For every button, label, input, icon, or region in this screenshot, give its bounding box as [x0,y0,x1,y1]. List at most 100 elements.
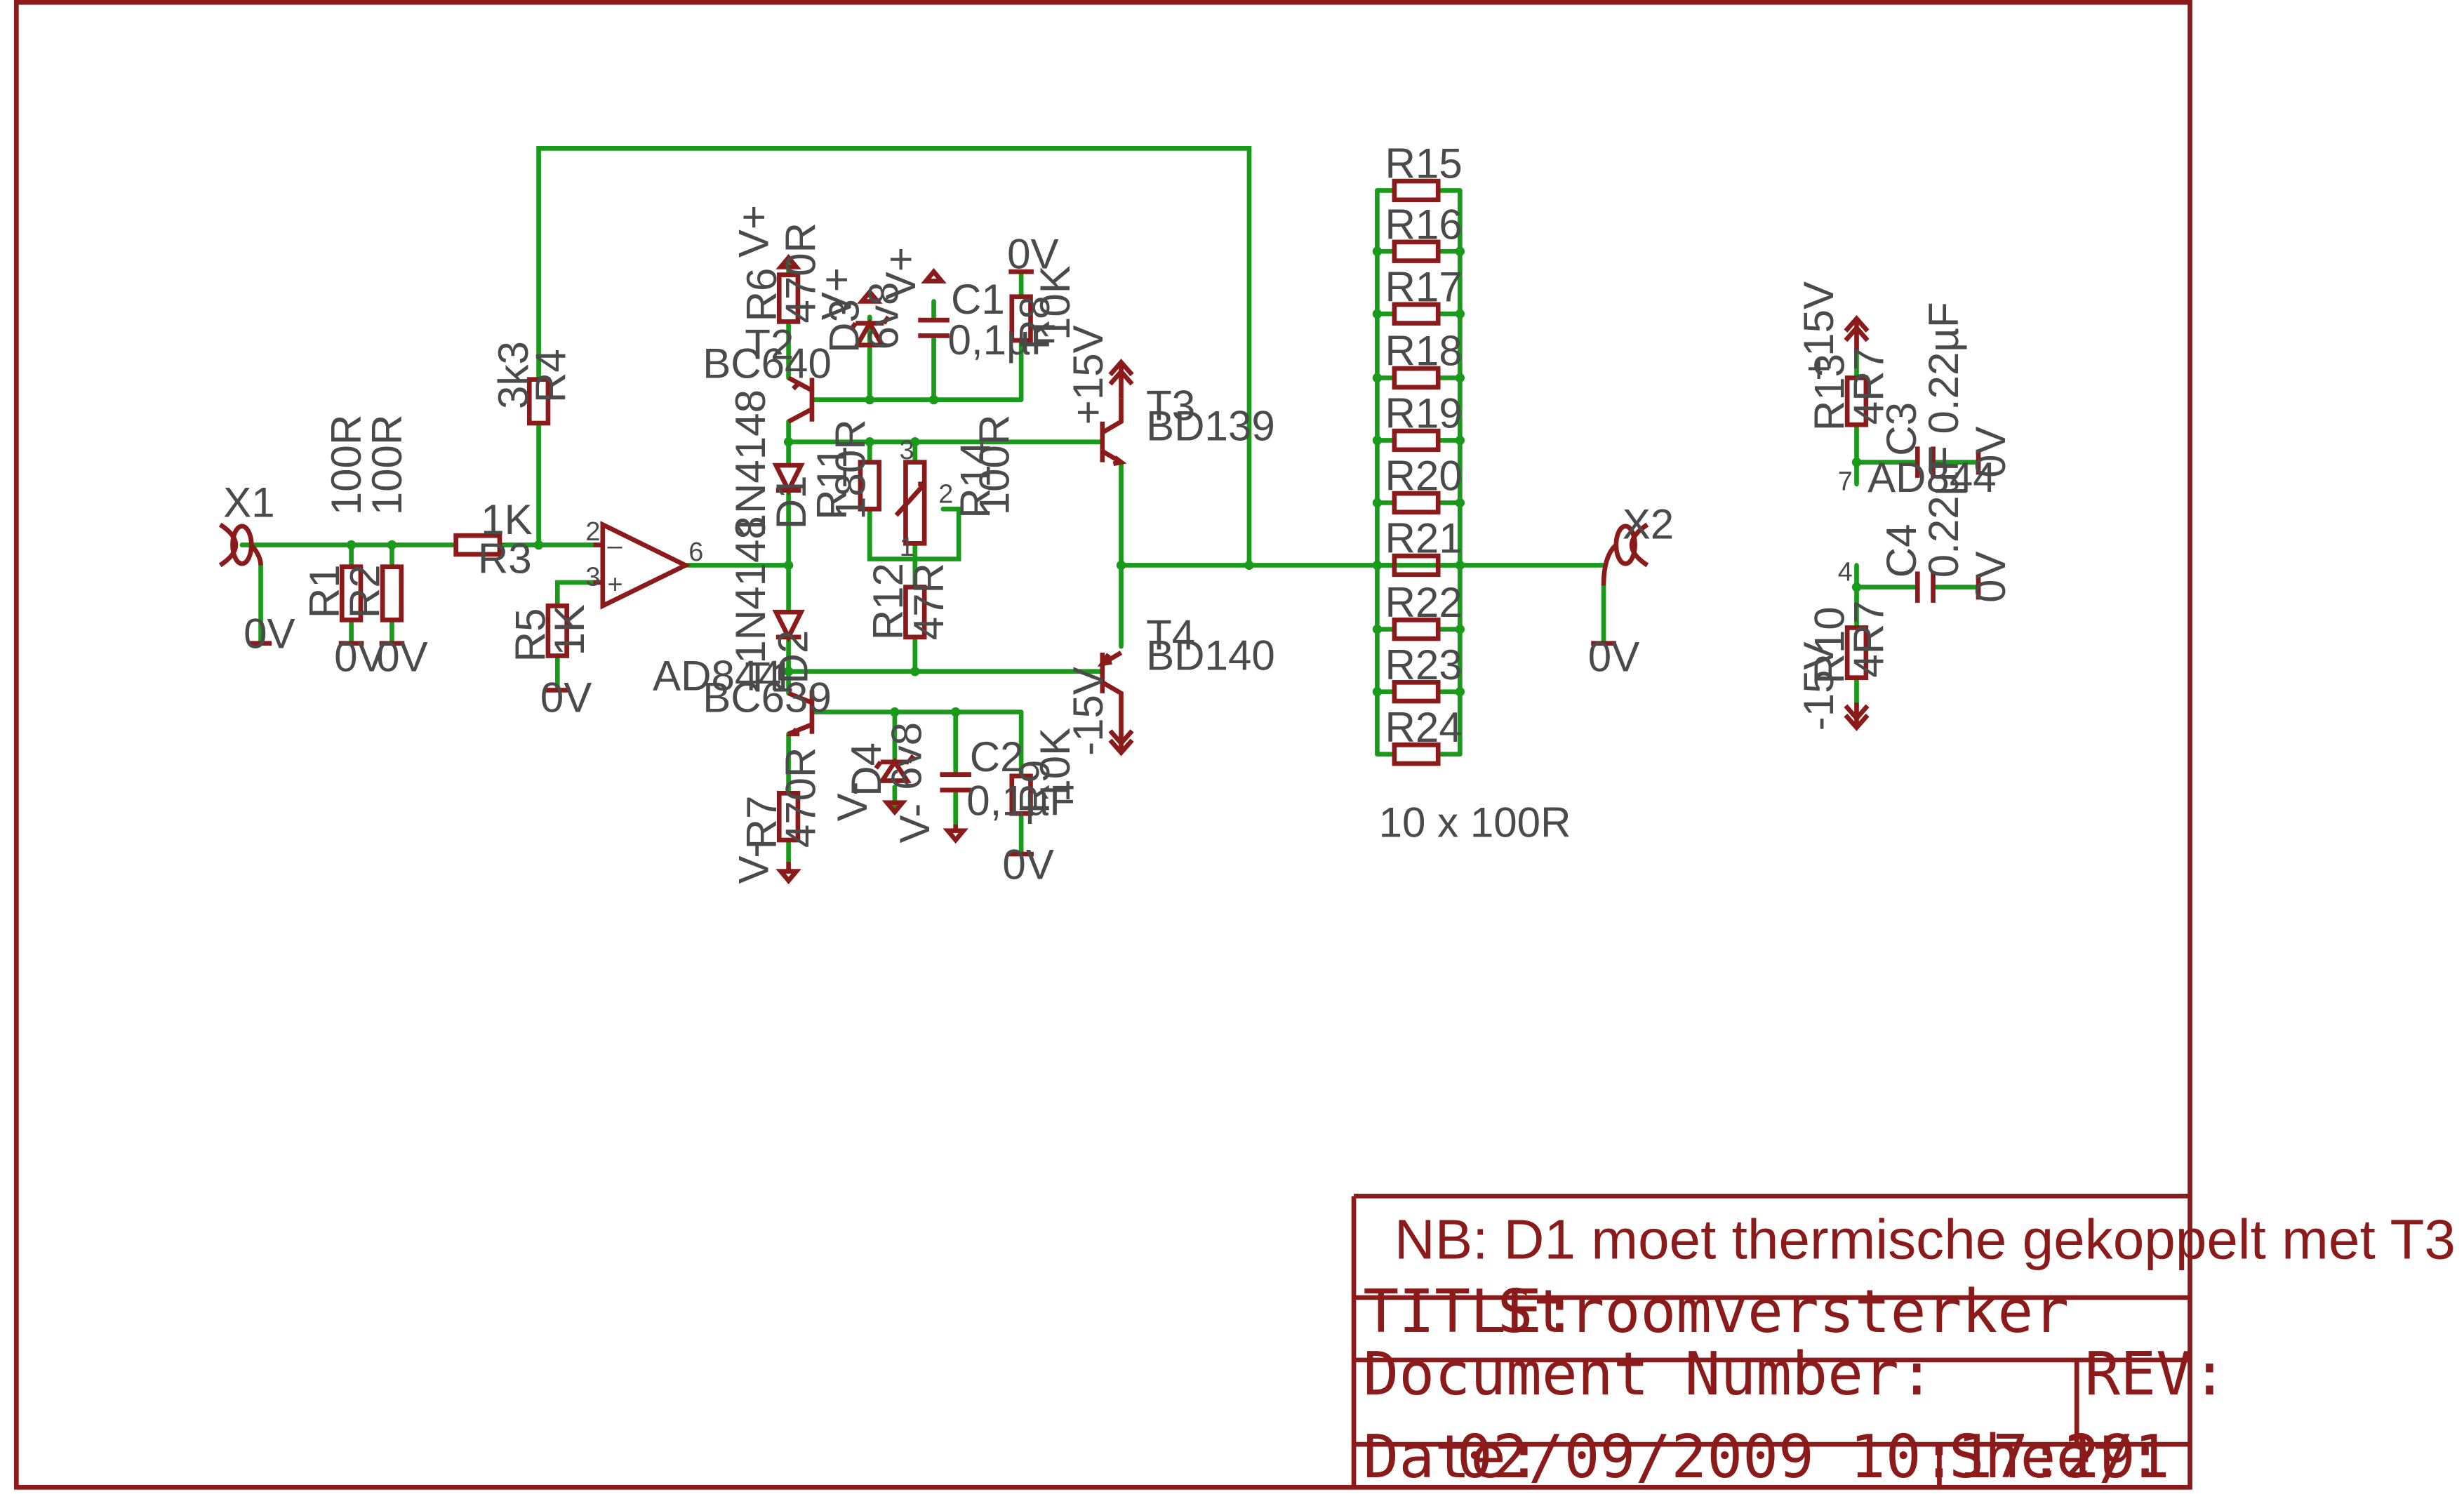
resistor-r1 [339,564,364,622]
transistor-t2 [787,375,815,424]
vplus-label: V+ [877,247,924,300]
resistor-r24 [1392,742,1441,766]
gnd-label: 0V [244,610,295,657]
resistor-r15 [1392,178,1441,203]
document-number-label: Document Number: [1363,1340,1934,1408]
r3-value: 1K [481,496,532,543]
capacitor-c3 [1914,446,1936,478]
t2-type: BC640 [702,340,832,387]
date-value: 02/09/2009 10:17:29 [1457,1423,2136,1491]
t4-type: BD140 [1146,632,1275,679]
r17-name: R17 [1385,263,1463,310]
gnd-label: 0V [1967,426,2014,477]
r22-name: R22 [1385,579,1463,626]
power-pin-7: 7 [1838,467,1853,497]
r1-name: R1 [301,564,348,618]
gnd-label: 0V [1002,841,1053,888]
r16-name: R16 [1385,201,1463,248]
r3-name: R3 [478,535,532,582]
gnd-label: 0V [1967,551,2014,602]
r18-name: R18 [1385,328,1463,375]
date-label: Date: [1363,1423,1542,1491]
connector-x1: X1 [218,479,275,568]
r14-name: R14 [952,441,999,519]
title-block: NB: D1 moet thermische gekoppelt met T3 … [1351,1194,2464,1491]
c2-name: C2 [970,733,1024,780]
d1-name: D1 [768,475,815,529]
zener-d4 [874,754,916,783]
resistor-r11 [858,460,881,512]
p15-label: +15V [1795,281,1842,381]
gnd-label: 0V [1588,634,1639,681]
r6-value: 470R [777,222,824,324]
pin-6: 6 [688,538,703,567]
resistor-r5 [545,603,569,658]
supply-symbols [249,253,1981,885]
transistor-t3 [1100,398,1127,467]
d2-type: 1N4148 [727,516,774,663]
sheet-label: Sheet: [1949,1423,2163,1491]
t1-type: BC639 [702,674,832,721]
junction-dots [346,246,1862,717]
power-pin-4: 4 [1838,558,1853,587]
c2-value: 0,1µF [966,777,1075,824]
t3-name: T3 [1146,382,1195,429]
t4-name: T4 [1146,612,1195,659]
r12-value: 47R [905,563,952,640]
resistor-r20 [1392,491,1441,515]
transistor-t1 [785,690,815,737]
m15-label: -15V [1795,641,1842,731]
r12-name: R12 [865,563,912,640]
pin-2: 2 [585,517,600,547]
zener-d3 [848,315,891,348]
resistor-r3 [453,533,502,557]
transistor-t4 [1097,651,1124,721]
gnd-label: 0V [540,674,592,721]
revision-label: REV: [2084,1340,2227,1408]
r13-name: R13 [1806,354,1853,431]
u1-name: AD844 [653,652,782,699]
resistor-r8 [1009,294,1033,343]
vminus-label: V- [731,844,778,884]
capacitor-c1 [918,317,950,338]
opamp-ad844: – + [593,521,691,610]
r8-value: 10K [1032,265,1079,340]
pot-pin-3: 3 [900,436,914,465]
d4-name: D4 [843,742,890,797]
resistor-r17 [1392,302,1441,326]
r1-value: 100R [323,415,370,516]
c3-value: 0.22µF [1920,302,1967,434]
c1-value: 0,1µF [948,317,1057,364]
r10-name: R10 [1806,606,1853,684]
resistor-bank [1392,178,1441,766]
pin-3: 3 [585,562,600,592]
r9-name: R9 [1011,759,1058,813]
r2-name: R2 [342,564,389,618]
r4-value: 3k3 [490,341,537,409]
t1-name: T1 [745,654,794,701]
x1-label: X1 [223,479,274,526]
r15-name: R15 [1385,140,1463,187]
r5-name: R5 [507,608,554,662]
x2-label: X2 [1623,501,1674,548]
r21-name: R21 [1385,515,1463,562]
resistor-r19 [1392,428,1441,453]
svg-text:+: + [607,570,622,599]
connector-x2: X2 [1601,501,1674,586]
r11-value: 180R [827,419,874,520]
resistor-r18 [1392,366,1441,390]
r24-name: R24 [1385,704,1463,751]
sheet-value: 1/1 [2063,1423,2170,1491]
gnd-label: 0V [1007,231,1058,278]
diode-d1 [772,462,805,496]
thermal-coupling-note: NB: D1 moet thermische gekoppelt met T3 … [1394,1207,2464,1270]
gnd-label: 0V [334,634,385,681]
r2-value: 100R [364,415,411,516]
d2-name: D2 [769,630,816,684]
r11-name: R11 [808,446,855,520]
resistor-bank-note: 10 x 100R [1379,799,1571,846]
resistor-r2 [380,564,404,622]
component-labels: 0V 0V 0V 0V 0V 0V 0V 1K R3 AD844 T2 BC64… [244,140,1997,888]
resistor-r12 [903,585,927,640]
